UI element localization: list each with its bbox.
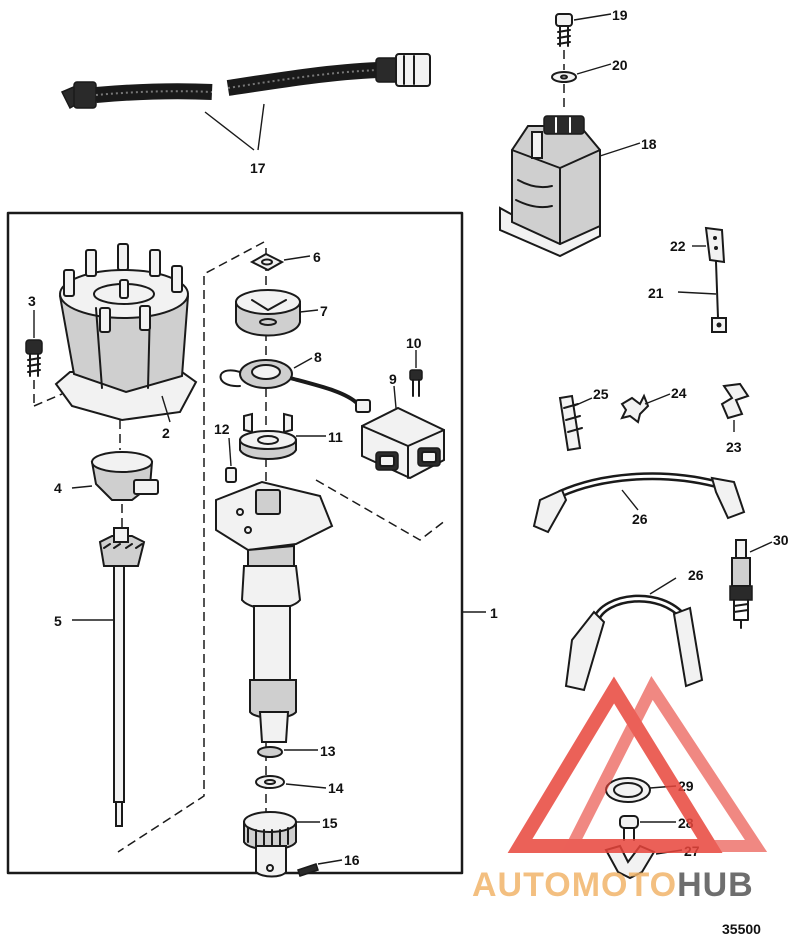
callout-21: 21	[648, 285, 664, 301]
callout-14: 14	[328, 780, 344, 796]
wire-harness	[60, 53, 431, 110]
callout-25: 25	[593, 386, 609, 402]
callout-11: 11	[328, 429, 343, 445]
callout-13: 13	[320, 743, 336, 759]
drawing-code: 35500	[722, 921, 761, 937]
callout-16: 16	[344, 852, 360, 868]
pickup-coil	[219, 359, 371, 413]
callout-23: 23	[726, 439, 742, 455]
washer-13	[257, 746, 283, 758]
distributor-shaft	[98, 527, 146, 827]
callout-26-lower: 26	[688, 567, 704, 583]
distributor-cap	[54, 243, 198, 422]
rotor	[235, 289, 301, 337]
callout-6: 6	[313, 249, 321, 265]
callout-12: 12	[214, 421, 230, 437]
distributor-housing	[215, 480, 334, 743]
assembly-frame	[6, 211, 464, 875]
module-screw	[409, 369, 423, 397]
pole-piece	[239, 412, 297, 460]
callout-18: 18	[641, 136, 657, 152]
washer-14	[255, 775, 285, 789]
watermark-brand-part2: HUB	[677, 866, 754, 904]
spark-plug	[729, 539, 753, 629]
seal-6	[249, 252, 285, 272]
ignition-module	[361, 406, 445, 480]
gasket-29	[605, 777, 651, 803]
coil-wire-lower	[564, 594, 704, 692]
callout-17: 17	[250, 160, 266, 176]
callout-15: 15	[322, 815, 338, 831]
drive-gear	[243, 811, 297, 878]
watermark-brand-part1: AUTOMOTO	[472, 866, 677, 904]
callout-19: 19	[612, 7, 628, 23]
cap-adapter	[90, 451, 159, 501]
callout-2: 2	[162, 425, 170, 441]
automotohub-watermark: AUTOMOTOHUB	[472, 676, 768, 904]
watermark-triangle-small	[562, 676, 768, 852]
callout-5: 5	[54, 613, 62, 629]
callout-24: 24	[671, 385, 687, 401]
pin-12	[225, 467, 237, 483]
wire-separator-23	[720, 382, 750, 420]
callout-26-upper: 26	[632, 511, 648, 527]
callout-8: 8	[314, 349, 322, 365]
svg-text:AUTOMOTOHUB: AUTOMOTOHUB	[472, 866, 754, 904]
wire-separator-24	[620, 393, 650, 424]
ignition-coil	[499, 115, 601, 258]
callout-9: 9	[389, 371, 397, 387]
callout-1: 1	[490, 605, 498, 621]
callout-7: 7	[320, 303, 328, 319]
callout-4: 4	[54, 480, 62, 496]
screw-28	[619, 815, 639, 841]
coil-washer	[551, 71, 577, 83]
callout-30: 30	[773, 532, 789, 548]
roll-pin	[297, 863, 319, 877]
callout-10: 10	[406, 335, 422, 351]
coil-bolt	[555, 13, 573, 47]
coil-wire-upper	[532, 472, 746, 534]
ground-strap	[711, 261, 727, 333]
cap-screw	[25, 339, 43, 377]
callout-20: 20	[612, 57, 628, 73]
callout-22: 22	[670, 238, 686, 254]
wire-clip-22	[704, 226, 726, 264]
callout-3: 3	[28, 293, 36, 309]
